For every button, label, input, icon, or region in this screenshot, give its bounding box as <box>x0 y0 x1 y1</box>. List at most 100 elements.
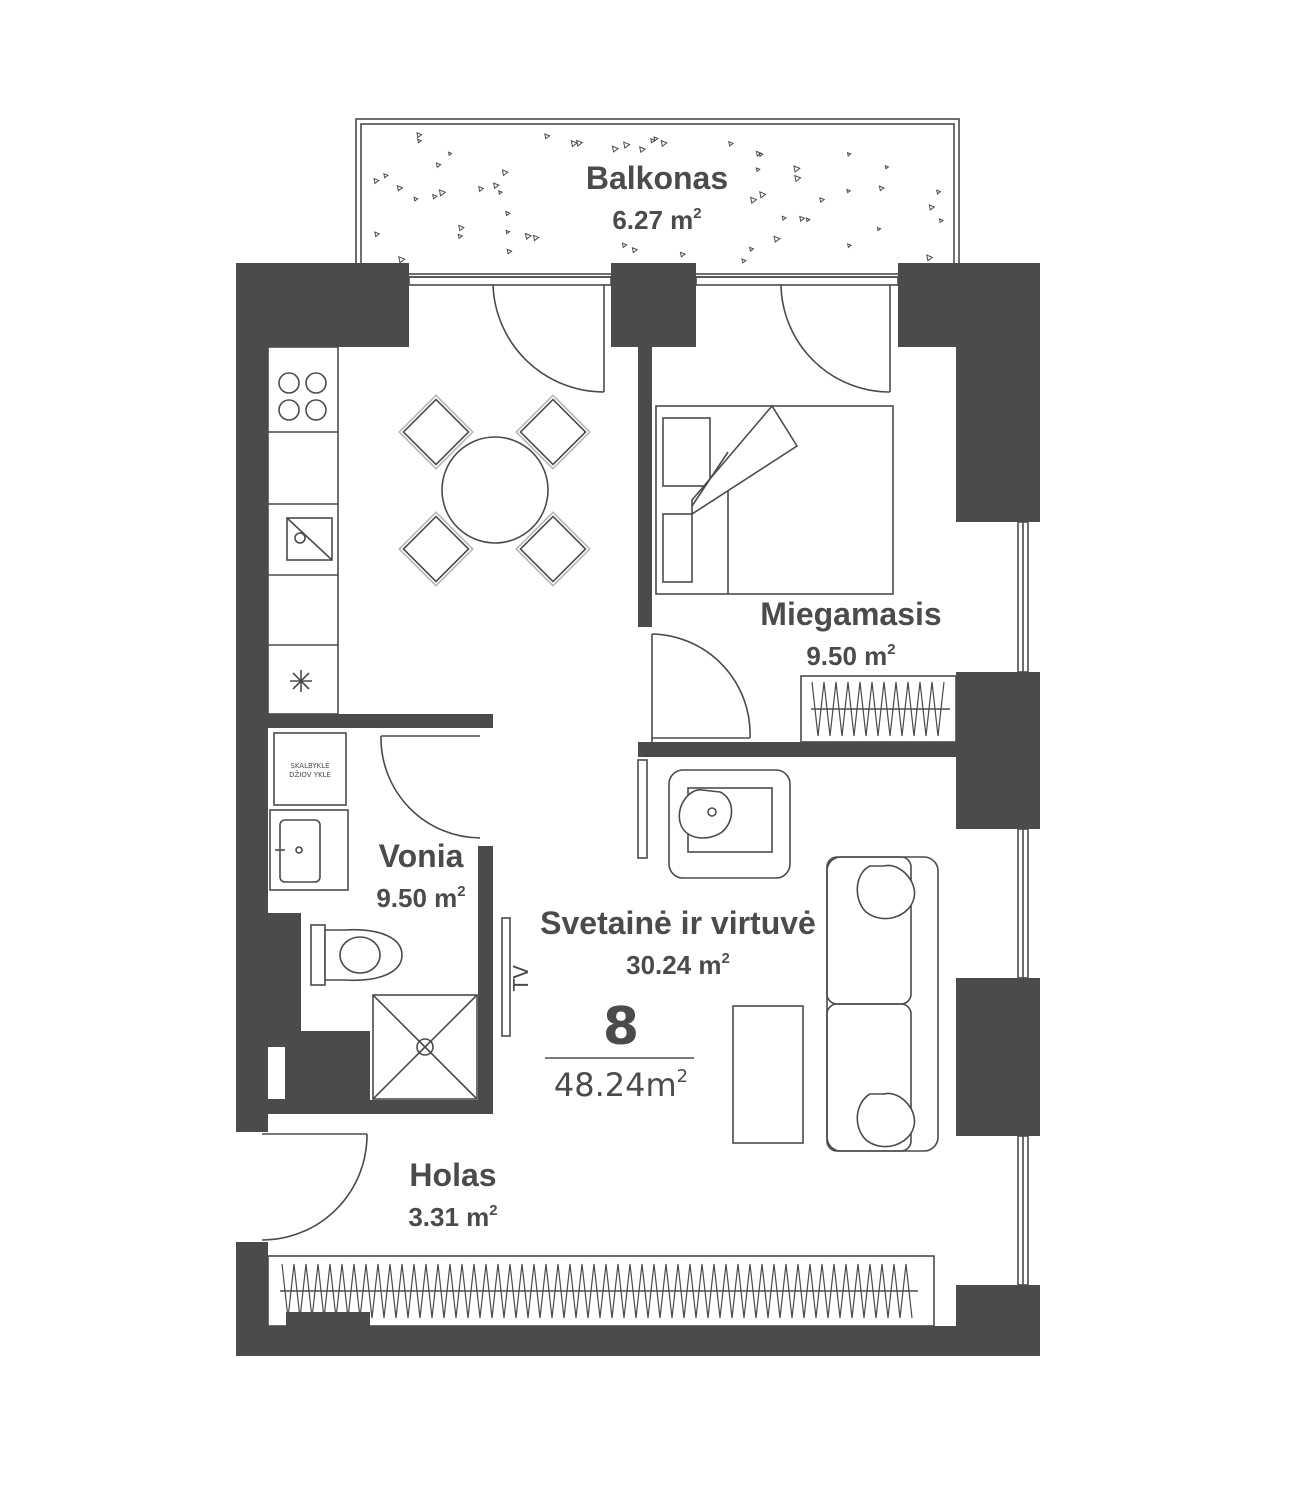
speckle <box>447 151 453 157</box>
speckle <box>374 231 381 238</box>
speckle <box>570 139 579 148</box>
windows <box>408 276 1029 1286</box>
speckle <box>799 215 806 222</box>
sink-icon <box>286 517 333 561</box>
speckle <box>532 234 540 242</box>
speckle <box>506 248 513 255</box>
wardrobe-hangers <box>281 1263 913 1319</box>
hanger-lines <box>281 1263 913 1319</box>
speckle <box>741 258 747 264</box>
speckle <box>457 233 464 240</box>
speckle <box>876 226 882 232</box>
speckle <box>819 196 826 204</box>
speckle <box>758 151 764 158</box>
washer-label-2: DŽIOV YKLĖ <box>289 770 331 779</box>
speckle <box>373 177 380 185</box>
speckle <box>938 218 944 224</box>
speckle <box>416 132 423 139</box>
speckle <box>501 169 509 177</box>
hall-name: Holas <box>409 1157 496 1193</box>
speckle <box>878 185 885 192</box>
speckle <box>759 191 767 199</box>
tv-label: TV <box>509 965 533 992</box>
unit-number: 8 <box>603 997 639 1057</box>
speckle <box>660 139 668 148</box>
speckle <box>936 189 942 195</box>
speckle <box>846 243 853 249</box>
washer-dryer: SKALBYKLĖ DŽIOV YKLĖ <box>273 732 347 806</box>
tv-unit <box>501 917 511 1037</box>
speckle <box>498 189 504 195</box>
speckle <box>396 184 404 192</box>
speckle <box>805 217 811 223</box>
speckle <box>416 138 423 144</box>
speckle <box>435 162 442 169</box>
speckle <box>544 133 551 140</box>
doors <box>261 284 891 1241</box>
speckle <box>621 242 628 249</box>
unit-total-area: 48.24m2 <box>554 1066 688 1104</box>
speckle <box>458 224 465 232</box>
sofa <box>826 856 939 1152</box>
speckle <box>575 139 584 147</box>
walls <box>236 263 1040 1356</box>
bedroom-name: Miegamasis <box>760 596 941 632</box>
speckle <box>622 141 631 149</box>
speckle <box>926 254 934 262</box>
washbasin <box>269 809 349 891</box>
hall-area: 3.31 m2 <box>408 1202 497 1232</box>
speckle <box>611 145 620 153</box>
speckle <box>679 251 687 258</box>
balcony-texture <box>373 132 944 270</box>
living-name: Svetainė ir virtuvė <box>540 905 816 941</box>
speckle <box>781 215 788 221</box>
kitchen-counter <box>267 346 339 715</box>
speckle <box>749 246 755 252</box>
bathroom-area: 9.50 m2 <box>376 883 465 913</box>
wardrobe-hangers <box>811 681 945 737</box>
balcony-name: Balkonas <box>586 160 728 196</box>
speckle <box>728 140 735 147</box>
bed <box>655 404 894 595</box>
bathroom-name: Vonia <box>379 838 464 874</box>
speckle <box>755 167 761 173</box>
speckle <box>639 146 647 154</box>
balcony-area: 6.27 m2 <box>612 205 701 235</box>
speckle <box>650 137 656 144</box>
speckle <box>773 235 781 243</box>
speckle <box>505 210 511 217</box>
coffee-table <box>732 1005 804 1144</box>
toilet <box>310 924 403 986</box>
bedroom-area: 9.50 m2 <box>806 641 895 671</box>
balcony <box>355 118 960 278</box>
speckle <box>653 136 659 142</box>
speckle <box>884 164 890 170</box>
bedroom-wardrobe <box>800 675 957 743</box>
dining-table <box>398 394 591 587</box>
speckle <box>438 189 447 197</box>
speckle <box>413 196 419 202</box>
hanger-lines <box>811 681 945 737</box>
armchair <box>668 769 791 879</box>
speckle <box>749 196 758 204</box>
fridge-icon <box>290 670 312 692</box>
speckle <box>631 246 639 254</box>
speckle <box>505 229 511 235</box>
washer-label-1: SKALBYKLĖ <box>290 761 329 770</box>
speckle <box>846 151 852 157</box>
speckle <box>846 188 852 194</box>
living-area: 30.24 m2 <box>626 950 730 980</box>
speckle <box>478 185 485 193</box>
stove-icon <box>278 372 327 421</box>
shower <box>372 994 478 1100</box>
speckle <box>432 193 438 200</box>
speckle <box>493 182 500 190</box>
hall-wardrobe <box>267 1255 935 1327</box>
speckle <box>524 232 533 240</box>
speckle <box>794 174 802 183</box>
speckle <box>383 172 389 179</box>
speckle <box>398 255 406 264</box>
speckle <box>928 204 936 211</box>
speckle <box>793 165 801 173</box>
